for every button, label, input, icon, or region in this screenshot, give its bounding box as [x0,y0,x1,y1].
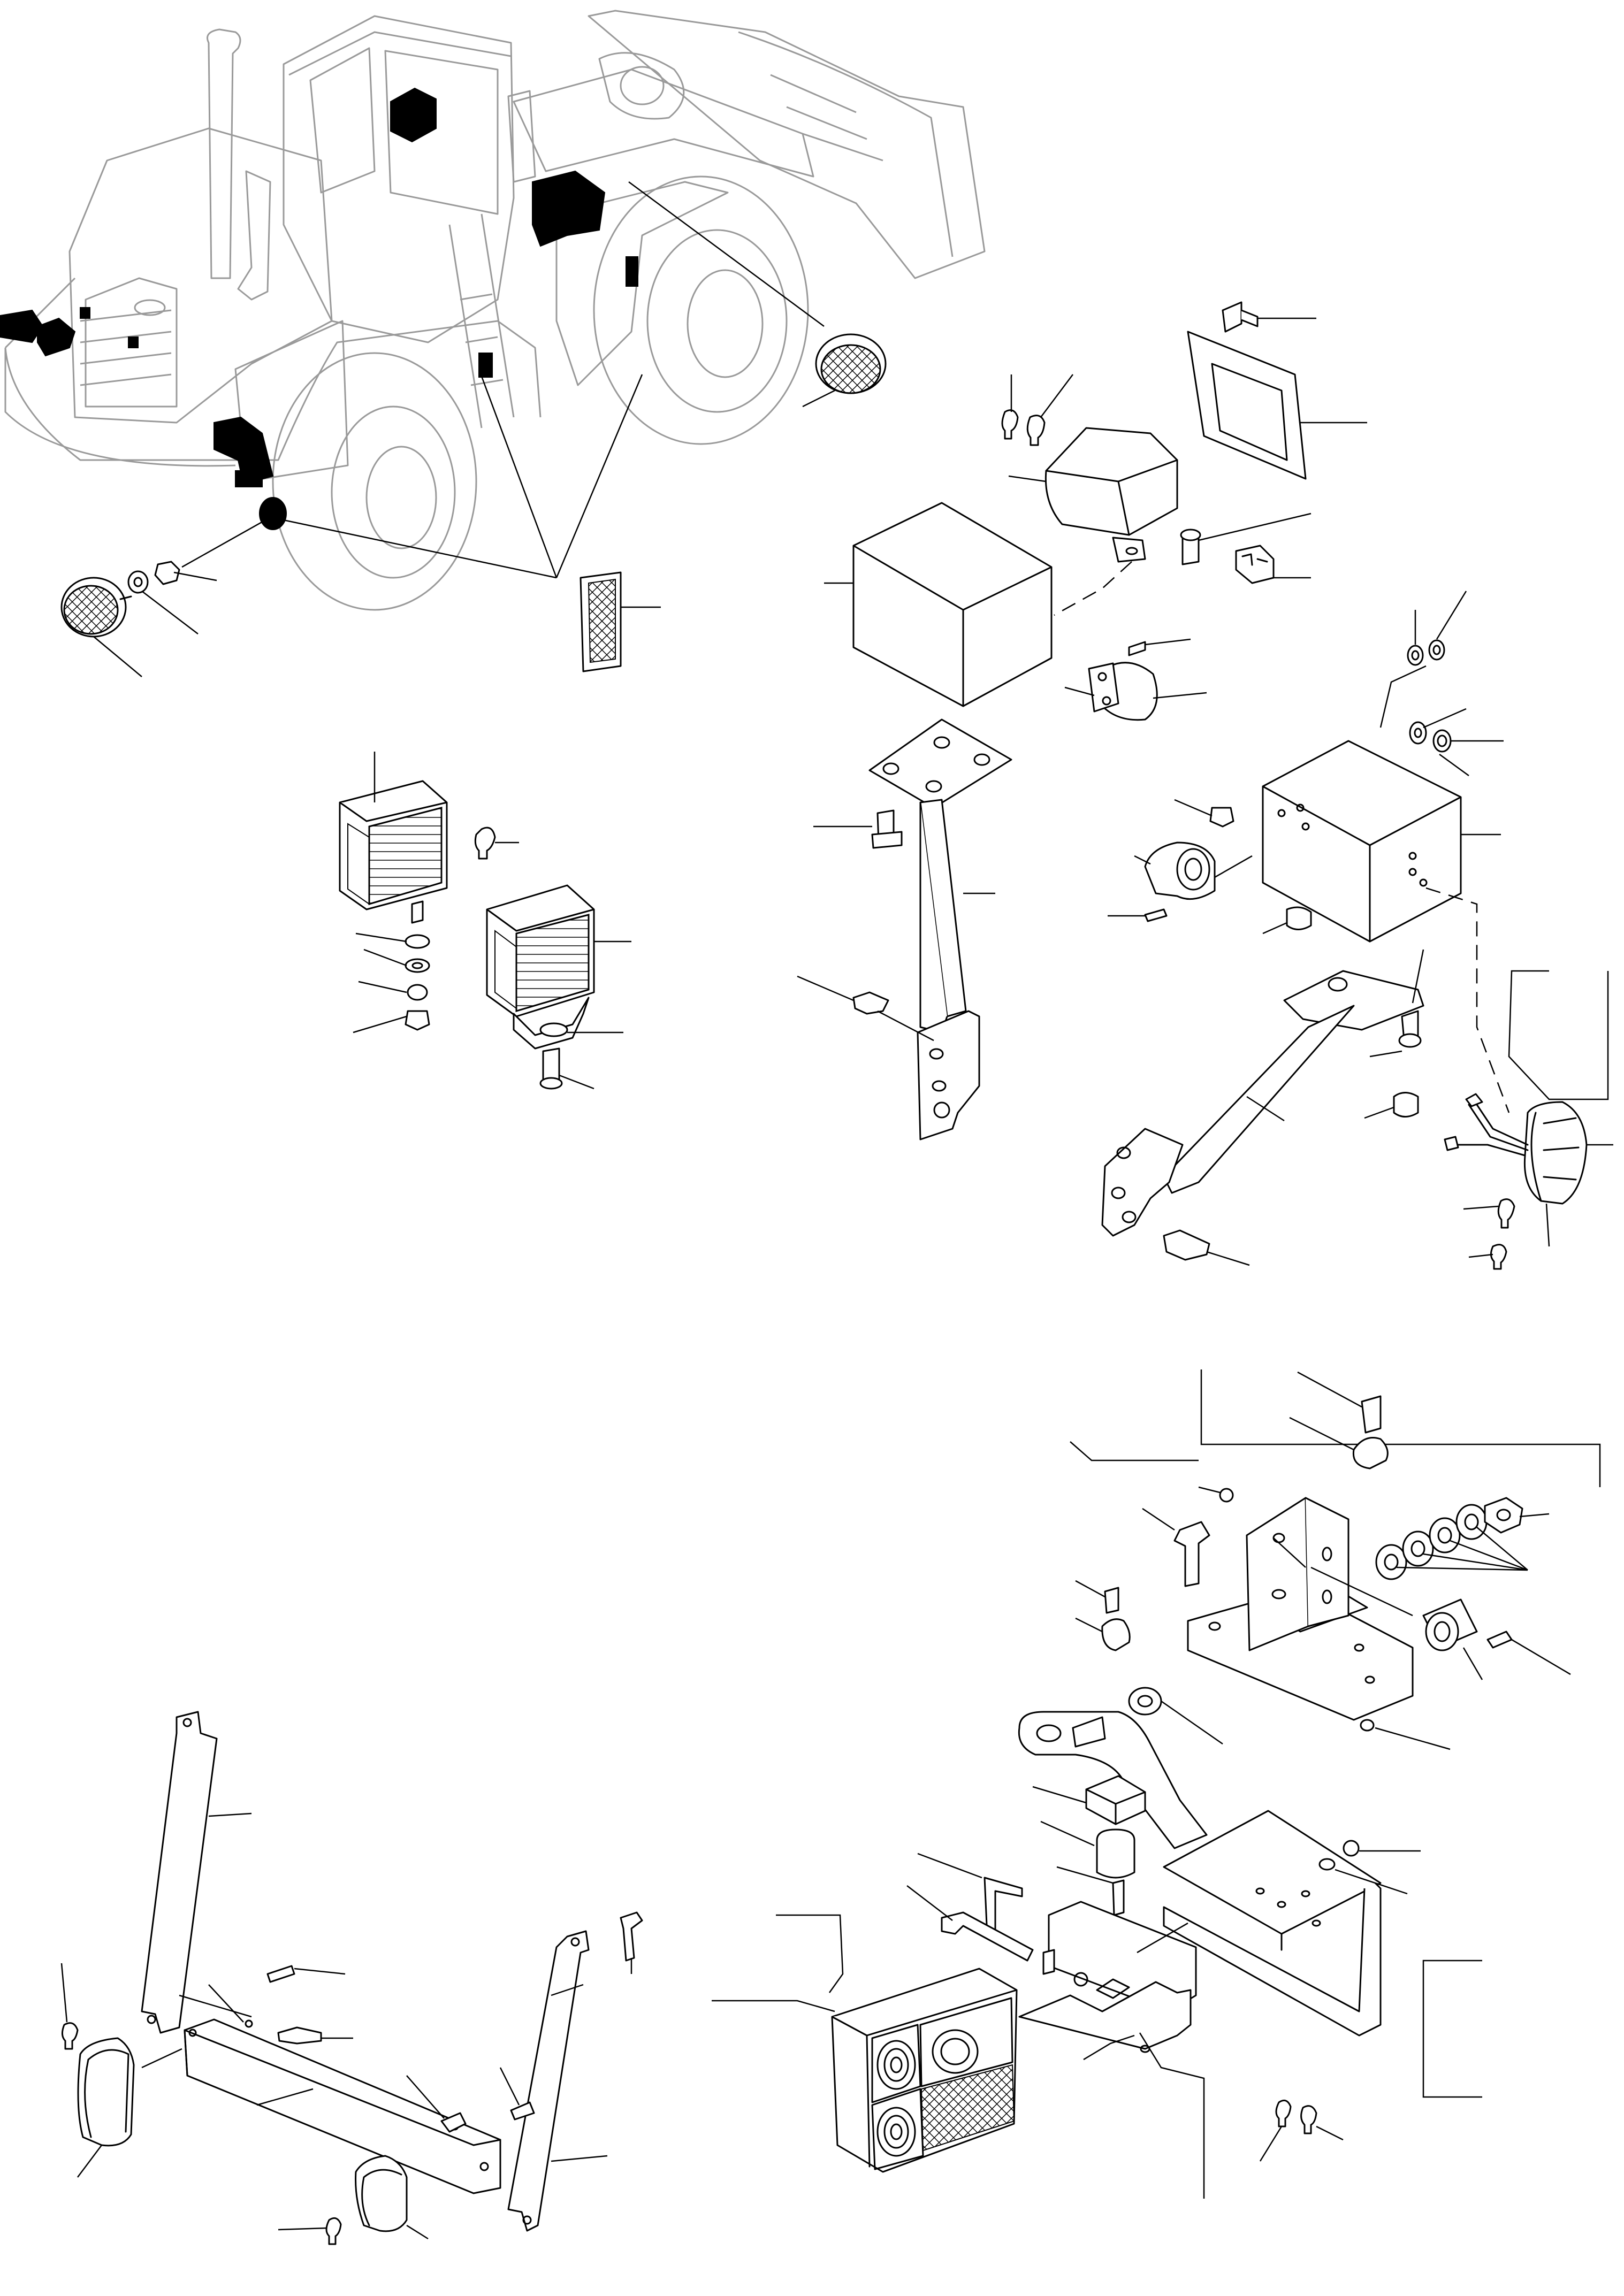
nut-icon [1409,721,1427,745]
bolt-icon [941,1911,1034,1962]
washer-icon [405,934,430,949]
bolt-icon [1144,908,1168,922]
washer-icon [127,570,149,594]
round-reflector-right [802,333,887,408]
washer-icon [1402,1530,1434,1567]
washer-icon [1432,729,1452,753]
wheel-loader-outline [0,10,986,611]
washer-icon [1128,1687,1162,1716]
bulb-icon [474,826,496,860]
bolt-icon [1486,1631,1513,1649]
bolt-icon [266,1965,295,1983]
nut-icon [1428,639,1445,661]
rectangular-reflector [580,571,661,672]
bulb-icon [1275,2099,1292,2127]
tail-lamp-assembly [712,1369,1601,2199]
bolt-icon [510,2101,535,2121]
bolt-icon [1163,1229,1210,1261]
bolt-icon [1104,1587,1119,1614]
nut-icon [1484,1497,1523,1534]
washer-icon [1318,1858,1336,1871]
machine-leaders [181,181,825,579]
bulb-icon [325,2217,342,2245]
bolt-icon [440,2112,467,2133]
bolt-icon [1361,1395,1382,1434]
nut-icon [1360,1719,1375,1732]
beacon-assembly [797,301,1367,1141]
bolt-icon [620,1911,643,1962]
beacon-angled-arm [1101,591,1613,1270]
work-lamp-2 [486,884,631,1050]
bolt-icon [1222,301,1242,333]
bulb-icon [1026,415,1046,446]
work-lamp-1 [339,752,448,924]
round-reflector-left [60,561,217,677]
bolt-icon [277,2026,322,2045]
nut-icon [1393,1092,1419,1118]
bulb-icon [1490,1244,1507,1270]
nut-icon [1219,1488,1234,1503]
washer-icon [1455,1504,1488,1540]
bulb-icon [62,2022,79,2050]
nut-icon [405,1010,430,1031]
washer-icon [1429,1517,1461,1553]
washer-icon [1375,1544,1407,1580]
nut-icon [1407,645,1424,666]
work-lamp-hardware [353,826,623,1090]
rear-lamp-bar [60,1711,643,2245]
bulb-icon [1300,2105,1317,2134]
bulb-icon [1001,409,1019,440]
nut-icon [1343,1840,1360,1857]
nut-icon [154,561,180,585]
bolt-icon [1112,1879,1125,1916]
bolt-icon [1173,1521,1210,1587]
bulb-icon [1497,1198,1515,1229]
washer-icon [539,1022,568,1037]
bolt-icon [1128,641,1146,656]
bolt-icon [852,991,889,1015]
